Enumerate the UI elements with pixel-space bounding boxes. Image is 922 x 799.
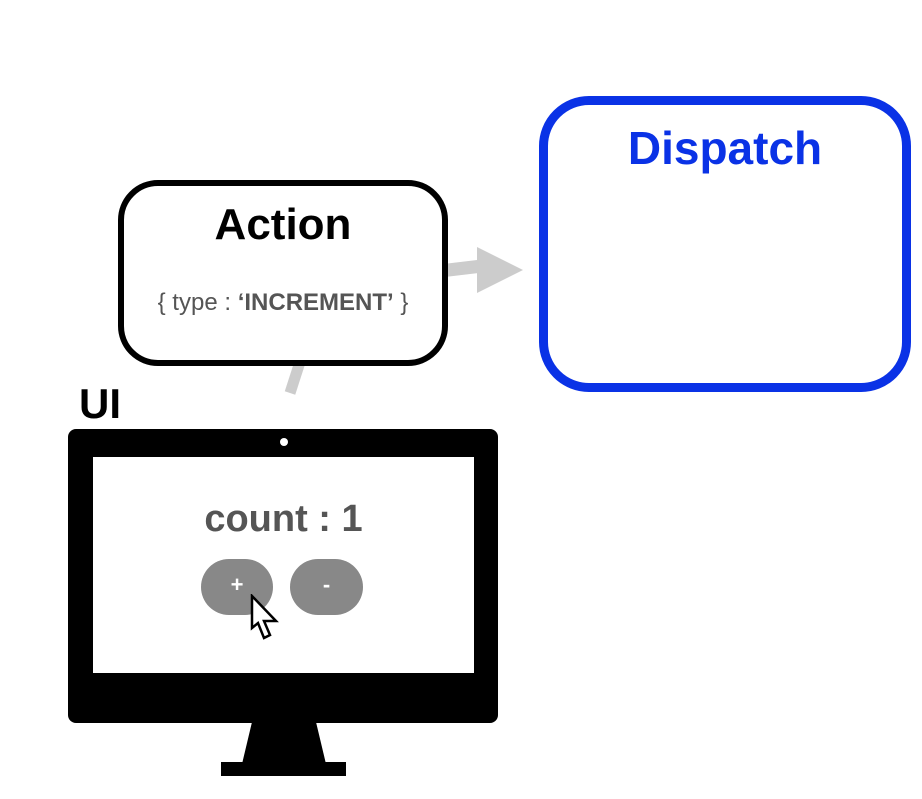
dispatch-box: Dispatch bbox=[539, 96, 911, 392]
dispatch-title: Dispatch bbox=[627, 122, 823, 174]
webcam-dot-icon bbox=[280, 438, 288, 446]
count-value: 1 bbox=[341, 498, 363, 540]
decrement-button[interactable]: - bbox=[290, 559, 363, 615]
ui-label: UI bbox=[79, 380, 121, 427]
count-label: count bbox=[204, 498, 308, 540]
action-box: Action { type : ‘INCREMENT’ } bbox=[118, 180, 448, 366]
count-separator: : bbox=[307, 498, 342, 540]
action-payload-open: { type : bbox=[157, 289, 238, 316]
action-title: Action bbox=[214, 200, 352, 249]
action-payload-type-value: ‘INCREMENT’ bbox=[237, 289, 394, 316]
monitor-stand-neck bbox=[242, 722, 326, 764]
action-to-dispatch-arrowhead bbox=[477, 247, 523, 293]
monitor-stand-base bbox=[221, 762, 346, 776]
monitor-screen: count : 1 + - bbox=[93, 457, 474, 673]
pointer-cursor-icon bbox=[244, 592, 284, 650]
action-payload-close: } bbox=[393, 289, 409, 316]
ui-to-action-arrow-stub bbox=[284, 360, 306, 395]
count-display: count : 1 bbox=[93, 497, 474, 541]
action-payload: { type : ‘INCREMENT’ } bbox=[124, 288, 442, 318]
